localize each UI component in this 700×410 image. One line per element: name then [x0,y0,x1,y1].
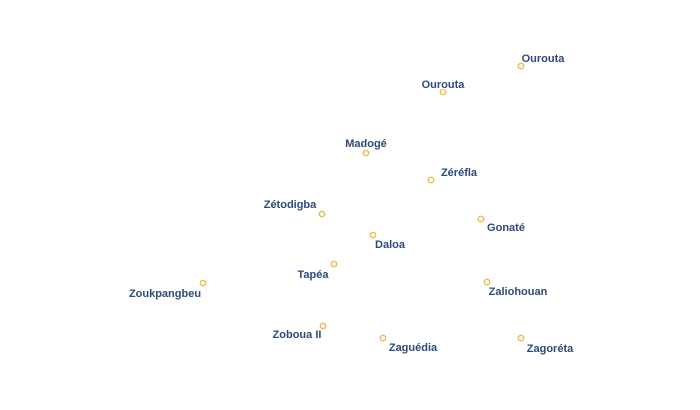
place-marker-ourouta-ne[interactable] [517,62,525,70]
place-labels: OuroutaOuroutaMadogéZéréflaZétodigbaGona… [127,52,575,357]
place-marker-madoge[interactable] [362,149,370,157]
place-marker-gonate[interactable] [477,215,485,223]
place-marker-zoboua-ii[interactable] [319,322,327,330]
place-label-daloa: Daloa [375,239,406,251]
place-label-zaguedia: Zaguédia [389,342,438,354]
place-marker-zerefla[interactable] [427,176,435,184]
place-label-tapea: Tapéa [298,269,330,281]
place-marker-zetodigba[interactable] [318,210,326,218]
place-label-madoge: Madogé [345,138,387,150]
place-label-zagoreta: Zagoréta [527,343,574,355]
place-marker-zoukpangbeu[interactable] [199,279,207,287]
place-marker-ourouta[interactable] [439,88,447,96]
place-marker-daloa[interactable] [369,231,377,239]
place-label-zerefla: Zéréfla [441,167,478,179]
place-label-ourouta: Ourouta [422,79,466,91]
place-marker-zagoreta[interactable] [517,334,525,342]
place-marker-zaliohouan[interactable] [483,278,491,286]
place-label-zoukpangbeu: Zoukpangbeu [129,288,201,300]
place-label-zaliohouan: Zaliohouan [489,286,548,298]
place-marker-zaguedia[interactable] [379,334,387,342]
place-label-ourouta-ne: Ourouta [522,53,566,65]
place-label-zoboua-ii: Zoboua II [273,329,322,341]
place-label-gonate: Gonaté [487,222,525,234]
place-markers [199,62,525,342]
place-marker-tapea[interactable] [330,260,338,268]
place-label-zetodigba: Zétodigba [264,199,317,211]
